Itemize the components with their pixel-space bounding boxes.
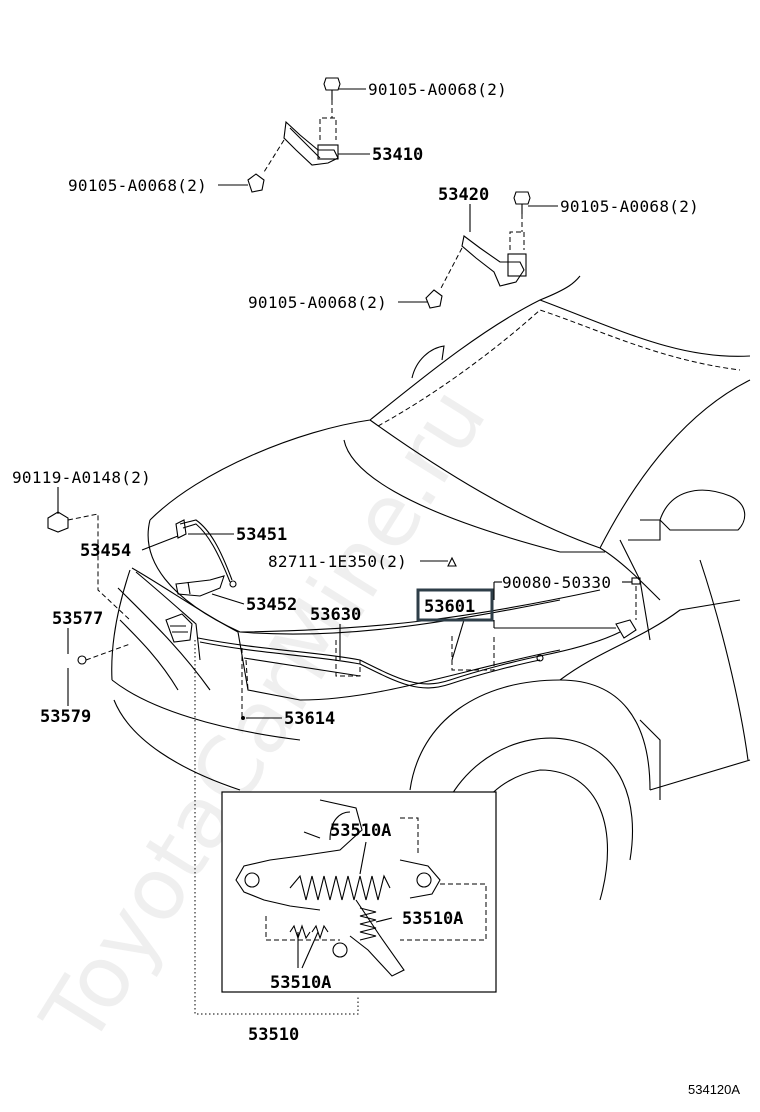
lock-detail-inset [221,791,497,993]
label-hinge-rh: 53420 [438,185,489,205]
label-bolt-lh-left: 90105-A0068(2) [68,176,207,195]
label-lock-part-2: 53510A [402,909,463,929]
bolt-icon [47,511,131,621]
label-bumper-stop: 53579 [40,707,91,727]
bolt-icon [513,191,531,232]
label-release-cable: 53601 [424,597,475,617]
label-bolt-cable: 90080-50330 [502,573,611,592]
hood-lock-drawing [165,613,193,643]
bolt-icon [631,577,641,620]
label-bolt-rh-left: 90105-A0068(2) [248,293,387,312]
label-clip: 82711-1E350(2) [268,552,407,571]
hood-support-rod-drawing [175,519,237,588]
label-lock-part-3: 53510A [270,973,331,993]
label-hinge-lh: 53410 [372,145,423,165]
label-lock-part-1: 53510A [330,821,391,841]
vehicle-outline [111,275,751,901]
lock-bracket-drawing [241,648,245,720]
hinge-rh-drawing [439,231,527,291]
highlight-box [416,588,494,622]
label-bolt-top: 90105-A0068(2) [368,80,507,99]
bolt-icon [425,289,443,309]
label-cable-front: 53630 [310,605,361,625]
rod-holder-drawing [175,575,225,597]
label-cushion: 53577 [52,609,103,629]
label-rod-holder: 53452 [246,595,297,615]
hinge-lh-drawing [263,117,339,173]
label-lock-assy: 53510 [248,1025,299,1045]
label-bolt-front: 90119-A0148(2) [12,468,151,487]
label-bolt-rh-right: 90105-A0068(2) [560,197,699,216]
label-lock-bracket: 53614 [284,709,335,729]
clip-icon [447,556,457,567]
label-rod-end: 53454 [80,541,131,561]
bolt-icon [323,77,341,118]
cushion-drawing [77,643,131,665]
release-cable-drawing [197,619,637,689]
label-support-rod: 53451 [236,525,287,545]
bolt-icon [247,173,265,193]
reference-code: 534120A [688,1082,740,1097]
